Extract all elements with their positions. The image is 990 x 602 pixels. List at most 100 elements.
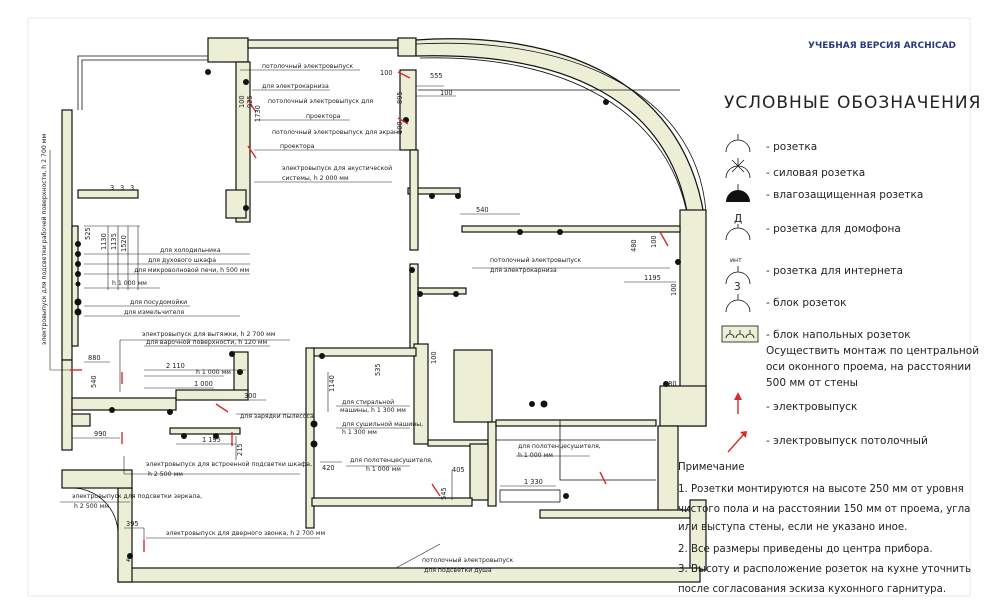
- label-ceiling-curtain-1b: для электрокарниза: [262, 83, 329, 90]
- label-oven: для духового шкафа: [148, 257, 216, 264]
- svg-text:4: 4: [126, 556, 130, 564]
- svg-text:545: 545: [440, 487, 448, 500]
- label-ceiling-curtain-2b: для электрокарниза: [490, 267, 557, 274]
- note-line-6: после согласования эскиза кухонного гарн…: [678, 584, 946, 595]
- label-h2500-wardrobe: h 2 500 мм: [148, 471, 183, 478]
- svg-text:100: 100: [440, 89, 453, 97]
- label-dryer: для сушильной машины,: [342, 420, 423, 428]
- label-projector-b: проектора: [306, 113, 341, 120]
- label-towel-1: для полотенцесушителя,: [518, 443, 601, 450]
- label-towel-2b: h 1 000 мм: [366, 466, 401, 473]
- svg-text:3: 3: [130, 184, 134, 192]
- waterproof-socket-icon: [726, 184, 750, 202]
- svg-text:100: 100: [650, 235, 658, 248]
- socket-icon: [725, 134, 751, 153]
- label-ceiling-curtain-2: потолочный электровыпуск: [490, 256, 581, 264]
- svg-text:100: 100: [238, 95, 246, 108]
- legend-waterproof: - влагозащищенная розетка: [766, 189, 923, 201]
- label-h2500-mirror: h 2 500 мм: [74, 503, 109, 510]
- label-acoustic: электровыпуск для акустической: [282, 164, 392, 172]
- svg-text:990: 990: [94, 430, 107, 438]
- svg-text:300: 300: [244, 392, 257, 400]
- label-doorbell: электровыпуск для дверного звонка, h 2 7…: [166, 530, 325, 537]
- label-shower-b: для подсветки душа: [424, 567, 492, 574]
- svg-text:100: 100: [380, 69, 393, 77]
- svg-text:540: 540: [90, 375, 98, 388]
- svg-text:395: 395: [126, 520, 139, 528]
- legend-intercom: - розетка для домофона: [766, 223, 901, 235]
- intercom-socket-icon: Д: [725, 213, 751, 241]
- svg-text:880: 880: [88, 354, 101, 362]
- legend-floor-note-1: Осуществить монтаж по центральной: [766, 345, 979, 357]
- svg-text:3: 3: [120, 184, 124, 192]
- svg-text:инт: инт: [730, 257, 742, 264]
- plan-labels: потолочный электровыпуск для электрокарн…: [40, 62, 601, 574]
- svg-text:480: 480: [630, 239, 638, 252]
- door-swing: [71, 487, 119, 535]
- label-hood: электровыпуск для вытяжки, h 2 700 мм: [142, 331, 276, 338]
- svg-text:420: 420: [322, 464, 335, 472]
- label-towel-2: для полотенцесушителя,: [350, 457, 433, 464]
- svg-text:1140: 1140: [328, 375, 336, 392]
- legend-floor-note-3: 500 мм от стены: [766, 377, 858, 389]
- svg-text:1730: 1730: [254, 105, 262, 122]
- sockets: [74, 69, 681, 559]
- note-line-4: 2. Все размеры приведены до центра прибо…: [678, 544, 933, 555]
- label-dryer-b: h 1 300 мм: [342, 429, 377, 436]
- svg-text:3: 3: [734, 281, 741, 293]
- sheet-frame: [27, 17, 971, 597]
- label-hob: для варочной поверхности, h 120 мм: [146, 338, 268, 346]
- svg-text:540: 540: [476, 206, 489, 214]
- svg-text:535: 535: [374, 363, 382, 376]
- legend-socket: - розетка: [766, 141, 817, 153]
- power-socket-icon: [725, 158, 751, 179]
- label-towel-1b: h 1 000 мм: [518, 452, 553, 459]
- socket-block-icon: 3: [725, 281, 751, 313]
- svg-text:1135: 1135: [110, 233, 118, 250]
- legend-ceiling-outlet: - электровыпуск потолочный: [766, 435, 928, 447]
- note-line-1: 1. Розетки монтируются на высоте 250 мм …: [678, 484, 964, 495]
- label-projector-screen-b: проектора: [280, 143, 315, 150]
- label-wardrobe: электровыпуск для встроенной подсветки ш…: [146, 460, 312, 468]
- svg-text:925: 925: [246, 95, 254, 108]
- legend-power-socket: - силовая розетка: [766, 167, 865, 179]
- label-microwave: для микроволновой печи, h 500 мм: [134, 266, 249, 274]
- note-line-3: или выступа стены, если не указано иное.: [678, 522, 907, 533]
- legend-outlet: - электровыпуск: [766, 401, 857, 413]
- label-acoustic-b: системы, h 2 000 мм: [282, 175, 349, 182]
- svg-text:Д: Д: [734, 213, 742, 225]
- svg-text:280: 280: [664, 380, 677, 388]
- svg-text:100: 100: [396, 121, 404, 134]
- svg-text:100: 100: [670, 283, 678, 296]
- label-washer: для стиральной: [342, 398, 394, 406]
- label-ceiling-curtain-1: потолочный электровыпуск: [262, 62, 353, 70]
- svg-text:405: 405: [452, 466, 465, 474]
- svg-text:1195: 1195: [644, 274, 661, 282]
- legend-title: УСЛОВНЫЕ ОБОЗНАЧЕНИЯ: [724, 93, 981, 113]
- label-fridge: для холодильника: [160, 247, 221, 254]
- internet-socket-icon: инт: [725, 257, 751, 285]
- svg-text:1130: 1130: [100, 233, 108, 250]
- label-worktop-vertical: электровыпуск для подсветки рабочей пове…: [40, 134, 48, 345]
- svg-text:525: 525: [84, 227, 92, 240]
- svg-text:895: 895: [396, 91, 404, 104]
- label-vacuum: для зарядки пылесоса: [240, 413, 314, 420]
- svg-text:1520: 1520: [120, 235, 128, 252]
- legend-socket-block: - блок розеток: [766, 297, 846, 309]
- watermark: УЧЕБНАЯ ВЕРСИЯ ARCHICAD: [808, 41, 956, 51]
- notes-title: Примечание: [678, 462, 745, 473]
- svg-text:100: 100: [430, 351, 438, 364]
- legend-internet: - розетка для интернета: [766, 265, 903, 277]
- label-dishwasher: для посудомойки: [130, 298, 187, 306]
- note-line-5: 3. Высоту и расположение розеток на кухн…: [678, 564, 971, 575]
- red-outlets: [70, 71, 669, 552]
- label-projector-screen: потолочный электровыпуск для экрана: [272, 128, 402, 136]
- svg-text:2 110: 2 110: [166, 362, 185, 370]
- label-h1000-kitchen: h 1 000 мм: [112, 280, 147, 287]
- ceiling-outlet-arrow-icon: [727, 431, 747, 453]
- thin-lines: [418, 89, 680, 506]
- wall-outlet-arrow-icon: [734, 392, 742, 414]
- notes: Примечание 1. Розетки монтируются на выс…: [678, 462, 971, 595]
- dimension-numbers: 100 555 100 895 100 100 925 1730 3 3 3 5…: [84, 69, 678, 564]
